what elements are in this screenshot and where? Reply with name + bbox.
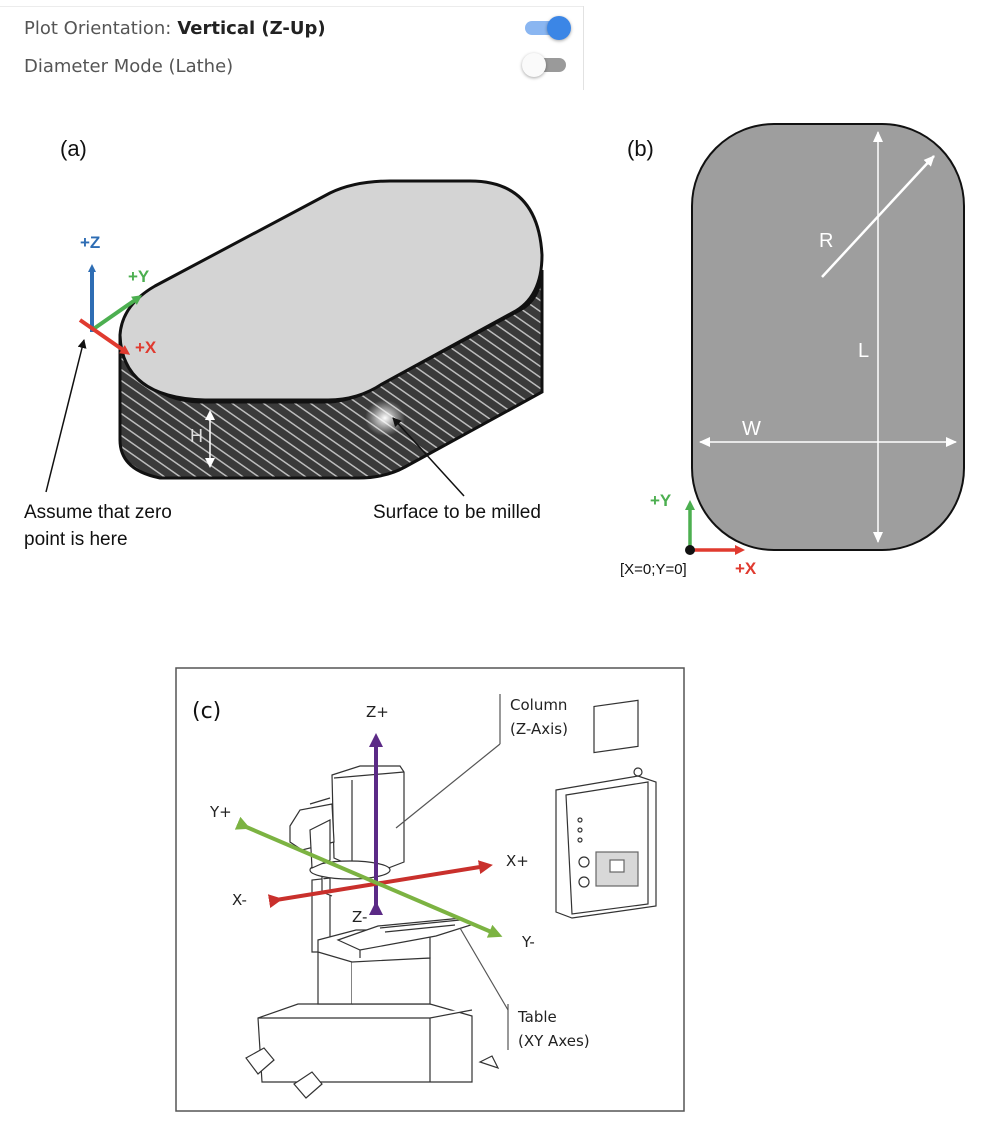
- y-axis-label: +Y: [650, 491, 672, 510]
- length-label: L: [858, 340, 869, 362]
- surface-note: Surface to be milled: [373, 502, 541, 523]
- panel-c: (c): [175, 667, 685, 1112]
- diameter-mode-row: Diameter Mode (Lathe): [24, 53, 233, 79]
- height-label: H: [190, 426, 203, 446]
- zero-point-pointer: [45, 339, 87, 493]
- divider: [583, 6, 584, 90]
- toggle-knob: [522, 53, 546, 77]
- plot-orientation-label: Plot Orientation:: [24, 17, 172, 39]
- settings-panel: Plot Orientation: Vertical (Z-Up) Diamet…: [0, 0, 584, 90]
- y-axis-arrow: [90, 295, 143, 332]
- panel-b: (b) R L W +Y +X [X=0;Y=0]: [620, 123, 965, 578]
- column-callout-leader: [395, 743, 501, 829]
- radius-line: [821, 155, 935, 278]
- x-axis-arrow: [78, 318, 131, 355]
- table-callout-line2: (XY Axes): [518, 1032, 590, 1050]
- y-minus-label: Y-: [521, 933, 535, 951]
- radius-label: R: [819, 230, 833, 252]
- column-callout-line1: Column: [510, 696, 567, 714]
- y-axis-arrow: [234, 816, 503, 938]
- panel-c-label: (c): [192, 699, 221, 724]
- x-axis-label: +X: [735, 559, 757, 578]
- origin-point: [685, 545, 695, 555]
- origin-label: [X=0;Y=0]: [620, 561, 687, 578]
- y-plus-label: Y+: [209, 803, 232, 821]
- column-callout-line2: (Z-Axis): [510, 720, 568, 738]
- x-minus-label: X-: [232, 891, 247, 909]
- block-top-surface: [118, 179, 544, 402]
- surface-highlight: [365, 400, 405, 436]
- panel-b-label: (b): [627, 136, 654, 161]
- z-plus-label: Z+: [366, 703, 389, 721]
- table-callout-line1: Table: [517, 1008, 557, 1026]
- width-label: W: [742, 418, 761, 440]
- plot-orientation-row: Plot Orientation: Vertical (Z-Up): [24, 15, 326, 41]
- x-axis-label: +X: [135, 338, 157, 357]
- diameter-mode-label: Diameter Mode (Lathe): [24, 55, 234, 77]
- panel-a: (a) H +Z +Y +X Assume that zero point is…: [24, 136, 544, 550]
- x-plus-label: X+: [506, 852, 529, 870]
- zero-point-note-line2: point is here: [24, 529, 128, 550]
- table-callout-leader: [459, 927, 509, 1011]
- height-arrow-top: [205, 410, 215, 420]
- surface-pointer: [392, 417, 465, 497]
- control-pendant: [555, 699, 657, 919]
- plot-orientation-value: Vertical (Z-Up): [177, 17, 326, 39]
- divider: [0, 6, 584, 7]
- plot-orientation-toggle[interactable]: [525, 16, 571, 40]
- panel-a-label: (a): [60, 136, 87, 161]
- y-axis-label: +Y: [128, 267, 150, 286]
- z-minus-label: Z-: [352, 908, 367, 926]
- diameter-mode-toggle[interactable]: [522, 53, 566, 77]
- height-arrow-bottom: [205, 458, 215, 468]
- z-axis-label: +Z: [80, 233, 100, 252]
- plan-view-shape: [691, 123, 965, 551]
- toggle-knob: [547, 16, 571, 40]
- zero-point-note-line1: Assume that zero: [24, 502, 172, 523]
